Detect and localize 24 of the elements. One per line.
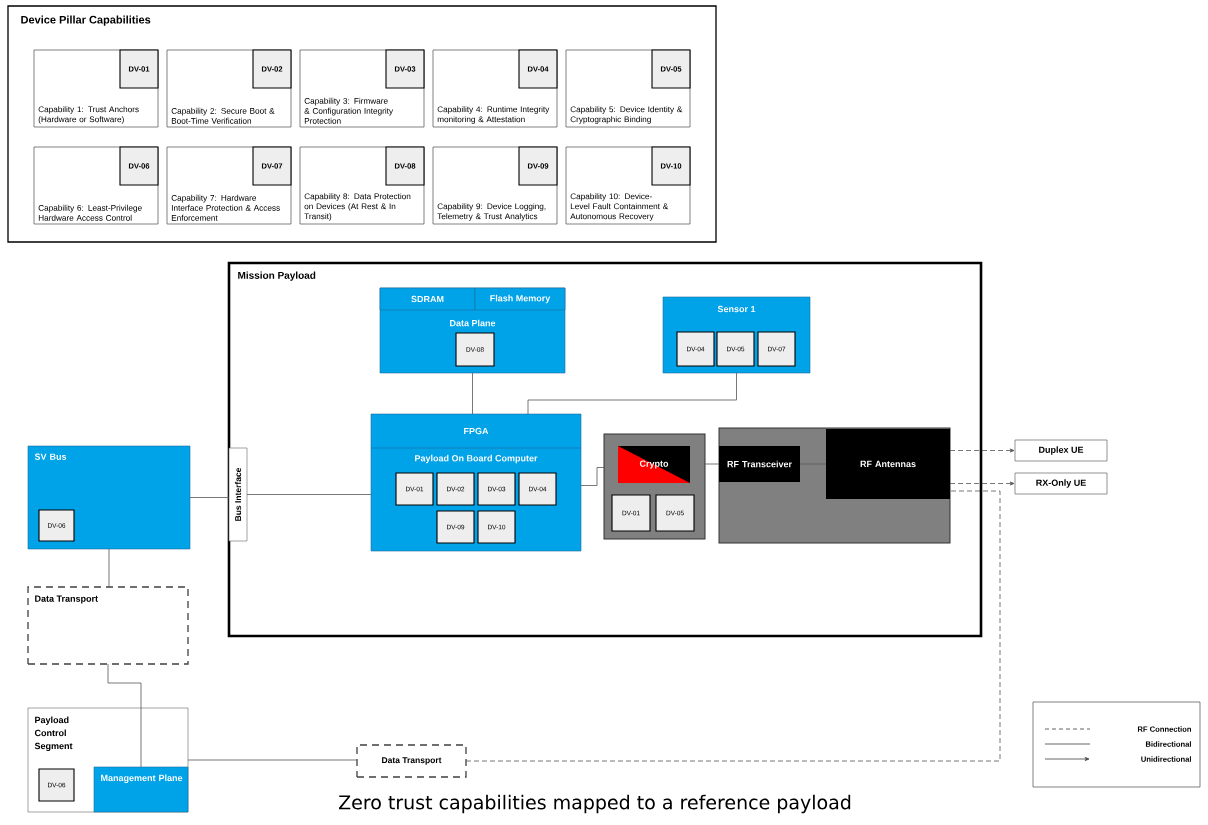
connector: [246, 494, 372, 495]
dashed-arrow: [949, 448, 1015, 453]
dashed-box: Data Transport: [27, 586, 189, 665]
caption: Zero trust capabilities mapped to a reference payload: [339, 794, 851, 814]
endpoint-box: RX-Only UE: [1014, 472, 1108, 495]
dashed-arrow: [949, 481, 1015, 486]
component-box: RF Antennas: [826, 429, 950, 499]
connector: [580, 467, 605, 486]
connector: [472, 372, 473, 415]
crypto-block: Crypto: [618, 446, 690, 483]
memory-cell: SDRAM: [379, 287, 476, 311]
memory-cell: Flash Memory: [474, 287, 566, 311]
connector: [108, 548, 110, 588]
dashed-box: Data Transport: [356, 744, 467, 778]
connector: [187, 759, 358, 761]
component-box: Management Plane: [93, 766, 189, 813]
interface-box: Bus Interface: [228, 447, 248, 542]
connector: [107, 663, 142, 768]
connector: [189, 497, 230, 498]
endpoint-box: Duplex UE: [1014, 439, 1108, 462]
component-box: RF Transceiver: [719, 446, 800, 482]
connector: [704, 463, 720, 465]
dashed-connector: [465, 490, 1001, 762]
connector: [527, 372, 737, 415]
